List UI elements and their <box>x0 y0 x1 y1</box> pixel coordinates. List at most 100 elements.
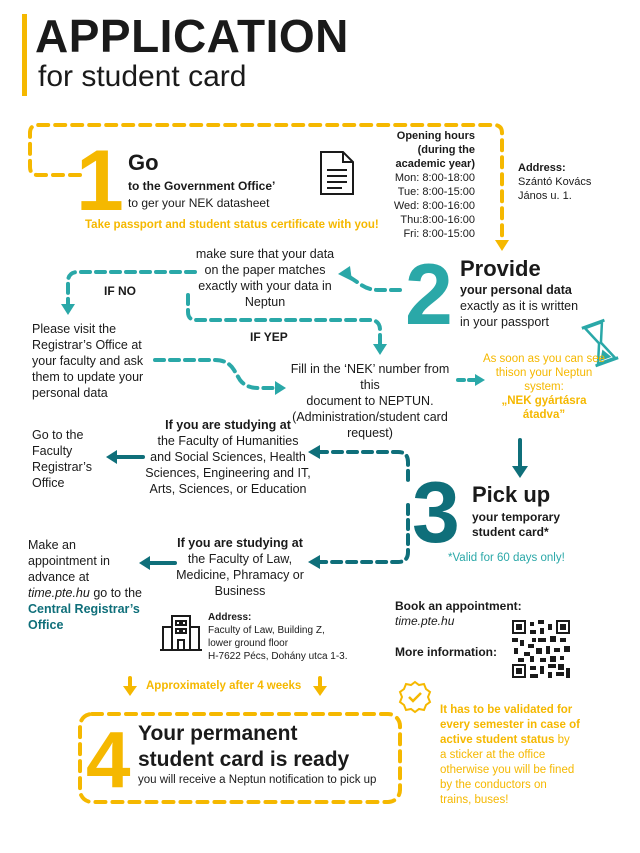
step3-text: your temporary student card* <box>472 510 560 540</box>
faca-line5: Arts, Sciences, or Education <box>149 482 307 496</box>
title-accent-bar <box>22 14 27 96</box>
hours-title-3: academic year) <box>395 158 476 170</box>
step4-line3: you will receive a Neptun notification t… <box>138 774 377 786</box>
fillin-line3: (Administration/student card <box>292 410 448 424</box>
check-data-text: make sure that your data on the paper ma… <box>190 246 340 310</box>
validate-line3-bold: active student status <box>440 734 555 746</box>
neptun-status-text: As soon as you can see thison your Neptu… <box>470 352 618 422</box>
if-no-label: IF NO <box>104 284 136 298</box>
validation-text: It has to be validated for every semeste… <box>440 703 580 808</box>
more-information-label: More information: <box>395 645 497 659</box>
fill-in-nek-text: Fill in the ‘NEK’ number from this docum… <box>282 361 458 441</box>
go-faculty-registrar-text: Go to the Faculty Registrar’s Office <box>32 427 92 491</box>
step3-number: 3 <box>412 465 460 561</box>
registrar-line1: Please visit the <box>32 322 117 336</box>
registrar-connector <box>153 358 277 390</box>
step1-line1: to the Government Office’ <box>128 179 276 193</box>
step3-connector-top <box>316 450 410 482</box>
goreg-line1: Go to the <box>32 428 84 442</box>
ifno-connector <box>66 270 197 307</box>
facb-line4: Business <box>214 584 266 598</box>
goreg-line2: Faculty <box>32 444 73 458</box>
ifyep-connector <box>186 293 382 347</box>
faculty-group-a: If you are studying at the Faculty of Hu… <box>142 417 314 497</box>
weeks-label: Approximately after 4 weeks <box>146 680 302 692</box>
document-icon <box>320 151 354 195</box>
hours-thu: Thu:8:00-16:00 <box>400 214 475 226</box>
hours-fri: Fri: 8:00-15:00 <box>403 228 475 240</box>
arrowhead <box>139 556 150 570</box>
appt-line4: time.pte.hu go to the <box>28 585 142 601</box>
address2-line3: H-7622 Pécs, Dohány utca 1-3. <box>208 651 348 662</box>
verified-badge-icon <box>398 680 432 714</box>
step3-line1: your temporary <box>472 510 561 524</box>
facb-line1: If you are studying at <box>177 536 303 550</box>
arrowhead <box>275 381 286 395</box>
neptun-line4: „NEK gyártásra <box>501 395 587 407</box>
facb-line3: Medicine, Phramacy or <box>176 568 304 582</box>
validate-line4: a sticker at the office <box>440 749 546 761</box>
arrowhead <box>495 240 509 251</box>
goreg-line3: Registrar’s <box>32 460 92 474</box>
faca-line3: and Social Sciences, Health <box>150 450 306 464</box>
validate-line3-rest: by <box>554 734 570 746</box>
hours-tue: Tue: 8:00-15:00 <box>397 186 475 198</box>
faculty-group-b: If you are studying at the Faculty of La… <box>172 535 308 599</box>
neptun-line3: system: <box>524 381 564 393</box>
validate-line3: active student status by <box>440 733 580 748</box>
step2-line3: in your passport <box>460 315 549 329</box>
fillin-line2: document to NEPTUN. <box>306 394 434 408</box>
book-appointment-link[interactable]: time.pte.hu <box>395 614 455 628</box>
fillin-line1: Fill in the ‘NEK’ number from this <box>290 362 450 392</box>
address2-label: Address: <box>208 612 252 623</box>
hourglass-icon <box>581 318 619 368</box>
book-appointment-label: Book an appointment: <box>395 599 522 613</box>
appointment-text: Make an appointment in advance at time.p… <box>28 537 142 633</box>
provide-connector <box>346 274 402 292</box>
step3-heading: Pick up <box>472 482 551 507</box>
hours-title-2: (during the <box>417 144 475 156</box>
check-line4: Neptun <box>244 295 286 309</box>
appt-line2: appointment in <box>28 554 111 568</box>
step4-number: 4 <box>86 715 131 804</box>
opening-hours: Opening hours (during the academic year)… <box>393 129 475 241</box>
address2-line1: Faculty of Law, Building Z, <box>208 625 325 636</box>
registrar-line2: Registrar’s Office at <box>32 338 142 352</box>
facb-line2: the Faculty of Law, <box>187 552 293 566</box>
appt-line5: Central Registrar’s <box>28 602 140 616</box>
building-icon <box>160 615 202 651</box>
step4-line2: student card is ready <box>138 748 350 771</box>
step1-note: Take passport and student status certifi… <box>85 219 379 231</box>
arrowhead <box>373 344 387 355</box>
validate-line7: trains, buses! <box>440 794 509 806</box>
validate-line5: otherwise you will be fined <box>440 764 575 776</box>
check-line2: on the paper matches <box>204 263 326 277</box>
hours-mon: Mon: 8:00-18:00 <box>394 172 475 184</box>
step2-number: 2 <box>405 247 453 343</box>
step1-heading: Go <box>128 150 159 175</box>
address1-label: Address: <box>518 162 566 174</box>
address-government-office: Address: Szántó Kovács János u. 1. <box>518 161 591 203</box>
arrowhead <box>106 450 117 464</box>
validate-line2: every semester in case of <box>440 719 581 731</box>
step2-text: your personal data exactly as it is writ… <box>460 282 578 330</box>
step4-line1: Your permanent <box>138 722 298 745</box>
arrowhead <box>308 555 320 569</box>
check-line1: make sure that your data <box>195 247 335 261</box>
qr-code-icon[interactable] <box>512 620 570 678</box>
faca-line2: the Faculty of Humanities <box>157 434 299 448</box>
faca-line1: If you are studying at <box>165 418 291 432</box>
check-line3: exactly with your data in <box>198 279 332 293</box>
step2-line1: your personal data <box>460 283 572 297</box>
arrowhead <box>123 686 137 696</box>
appt-link[interactable]: time.pte.hu <box>28 586 90 600</box>
registrar-line3: your faculty and ask <box>32 354 144 368</box>
appt-line6: Office <box>28 618 64 632</box>
step3-connector-bottom <box>316 503 410 564</box>
arrowhead <box>338 266 352 281</box>
step3-note: *Valid for 60 days only! <box>448 552 565 564</box>
step2-line2: exactly as it is written <box>460 299 579 313</box>
fillin-line4: request) <box>347 426 393 440</box>
step2-heading: Provide <box>460 256 541 281</box>
